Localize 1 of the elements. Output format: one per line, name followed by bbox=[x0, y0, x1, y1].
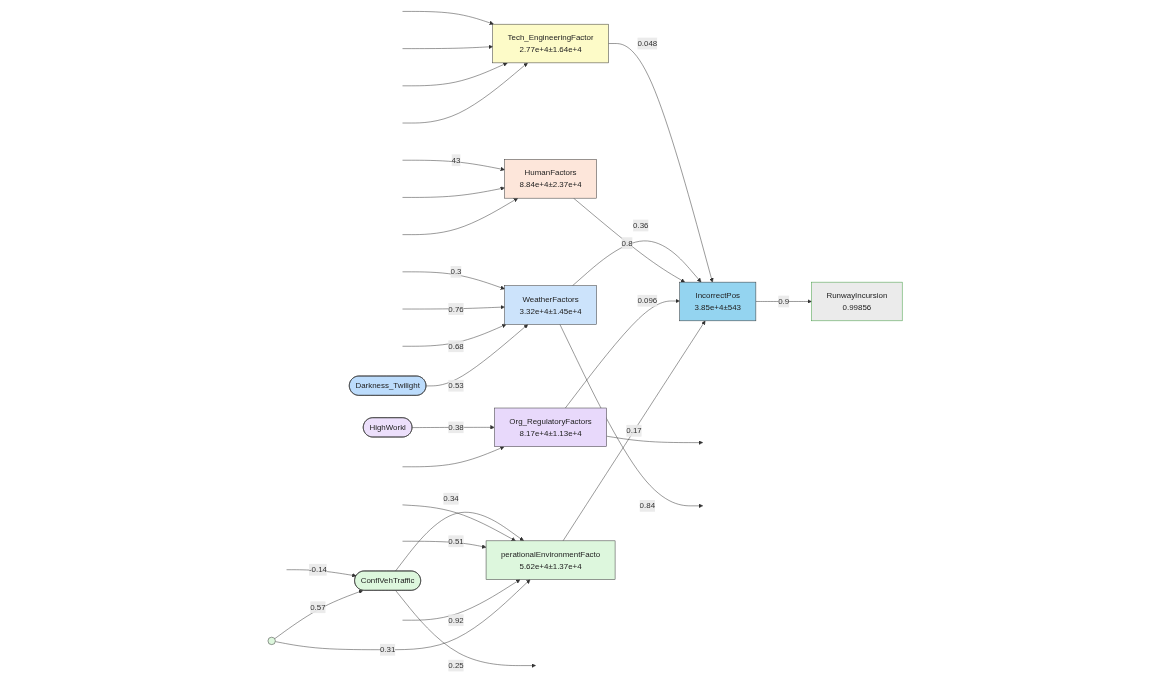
node-circle bbox=[267, 636, 276, 645]
